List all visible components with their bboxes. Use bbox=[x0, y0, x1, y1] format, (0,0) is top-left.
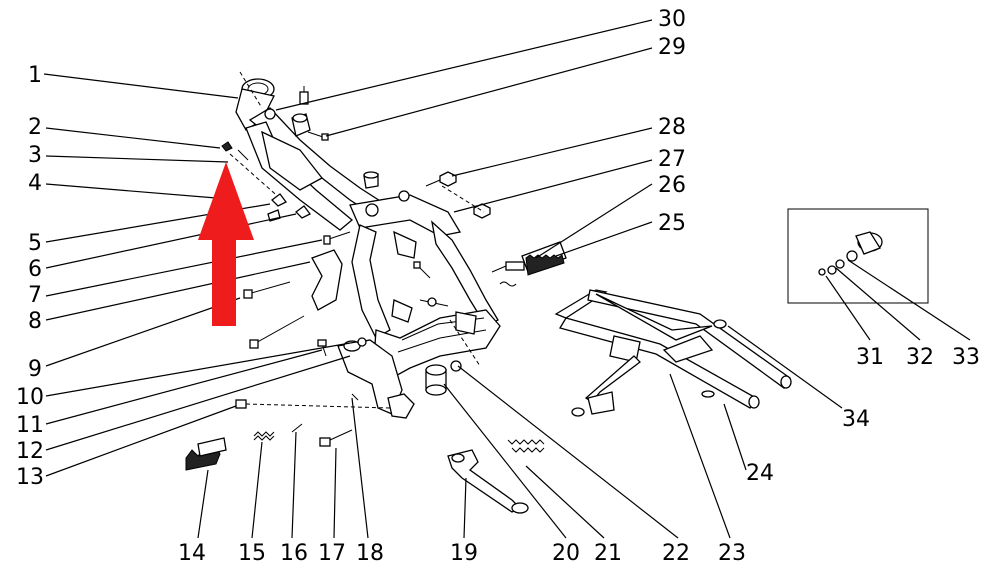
callout-31: 31 bbox=[856, 345, 884, 370]
callout-19: 19 bbox=[450, 541, 478, 566]
callout-29: 29 bbox=[658, 35, 686, 60]
callout-26: 26 bbox=[658, 173, 686, 198]
callout-3: 3 bbox=[28, 143, 42, 168]
callout-25: 25 bbox=[658, 211, 686, 236]
callout-13: 13 bbox=[16, 465, 44, 490]
callout-1: 1 bbox=[28, 63, 42, 88]
top-hardware bbox=[221, 71, 491, 409]
main-frame bbox=[235, 78, 501, 419]
callout-20: 20 bbox=[552, 541, 580, 566]
callout-15: 15 bbox=[238, 541, 266, 566]
callout-4: 4 bbox=[28, 171, 42, 196]
callout-7: 7 bbox=[28, 283, 42, 308]
callout-16: 16 bbox=[280, 541, 308, 566]
callout-5: 5 bbox=[28, 231, 42, 256]
red-up-arrow bbox=[198, 162, 254, 326]
inset-box bbox=[787, 208, 929, 304]
leader-lines bbox=[43, 19, 971, 539]
callout-24: 24 bbox=[746, 461, 774, 486]
right-footpeg bbox=[491, 241, 567, 287]
side-stand bbox=[447, 439, 545, 514]
callout-27: 27 bbox=[658, 147, 686, 172]
lower-parts bbox=[185, 393, 359, 471]
callout-23: 23 bbox=[718, 541, 746, 566]
rear-subframe bbox=[554, 289, 792, 417]
callout-2: 2 bbox=[28, 115, 42, 140]
callout-18: 18 bbox=[356, 541, 384, 566]
callout-21: 21 bbox=[594, 541, 622, 566]
callout-6: 6 bbox=[28, 257, 42, 282]
callout-17: 17 bbox=[318, 541, 346, 566]
callout-30: 30 bbox=[658, 7, 686, 32]
callout-14: 14 bbox=[178, 541, 206, 566]
callout-9: 9 bbox=[28, 357, 42, 382]
callout-labels: 1 2 3 4 5 6 7 8 9 10 11 12 13 14 15 16 1… bbox=[16, 7, 980, 566]
callout-34: 34 bbox=[842, 407, 870, 432]
callout-32: 32 bbox=[906, 345, 934, 370]
callout-11: 11 bbox=[16, 413, 44, 438]
callout-12: 12 bbox=[16, 439, 44, 464]
callout-10: 10 bbox=[16, 385, 44, 410]
callout-8: 8 bbox=[28, 309, 42, 334]
callout-22: 22 bbox=[662, 541, 690, 566]
callout-33: 33 bbox=[952, 345, 980, 370]
callout-28: 28 bbox=[658, 115, 686, 140]
pivot-bushing bbox=[425, 360, 462, 396]
